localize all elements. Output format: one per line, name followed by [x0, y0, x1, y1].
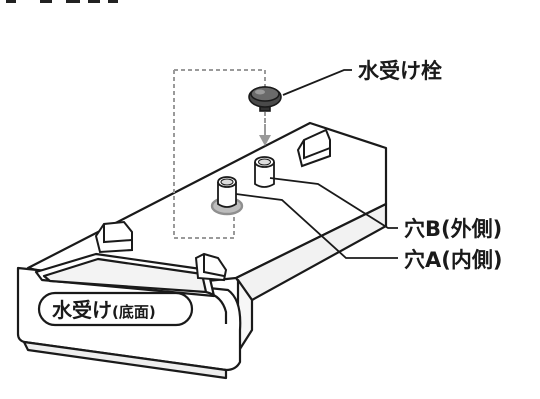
cropped-top-text	[6, 0, 118, 3]
tray-label-sub: (底面)	[112, 303, 156, 321]
tray-label-badge: 水受け(底面)	[37, 291, 194, 327]
deck-tab-left	[94, 220, 133, 254]
label-hole-b: 穴B(外側)	[404, 217, 502, 241]
water-plug-icon	[248, 86, 282, 112]
label-hole-a: 穴A(内側)	[404, 248, 502, 272]
label-water-plug: 水受け栓	[358, 59, 442, 83]
deck-tab-center	[194, 252, 228, 282]
water-tray-body	[16, 121, 388, 380]
hole-a-inner	[210, 176, 244, 216]
tray-label-main: 水受け	[52, 298, 112, 322]
hole-b-outer	[254, 156, 275, 188]
dashed-guide-outline	[173, 69, 266, 239]
deck-tab-right	[296, 128, 331, 168]
leader-lines	[235, 69, 398, 259]
label-water-tray: 水受け(底面)	[52, 298, 156, 322]
insert-arrow-icon	[259, 112, 271, 146]
